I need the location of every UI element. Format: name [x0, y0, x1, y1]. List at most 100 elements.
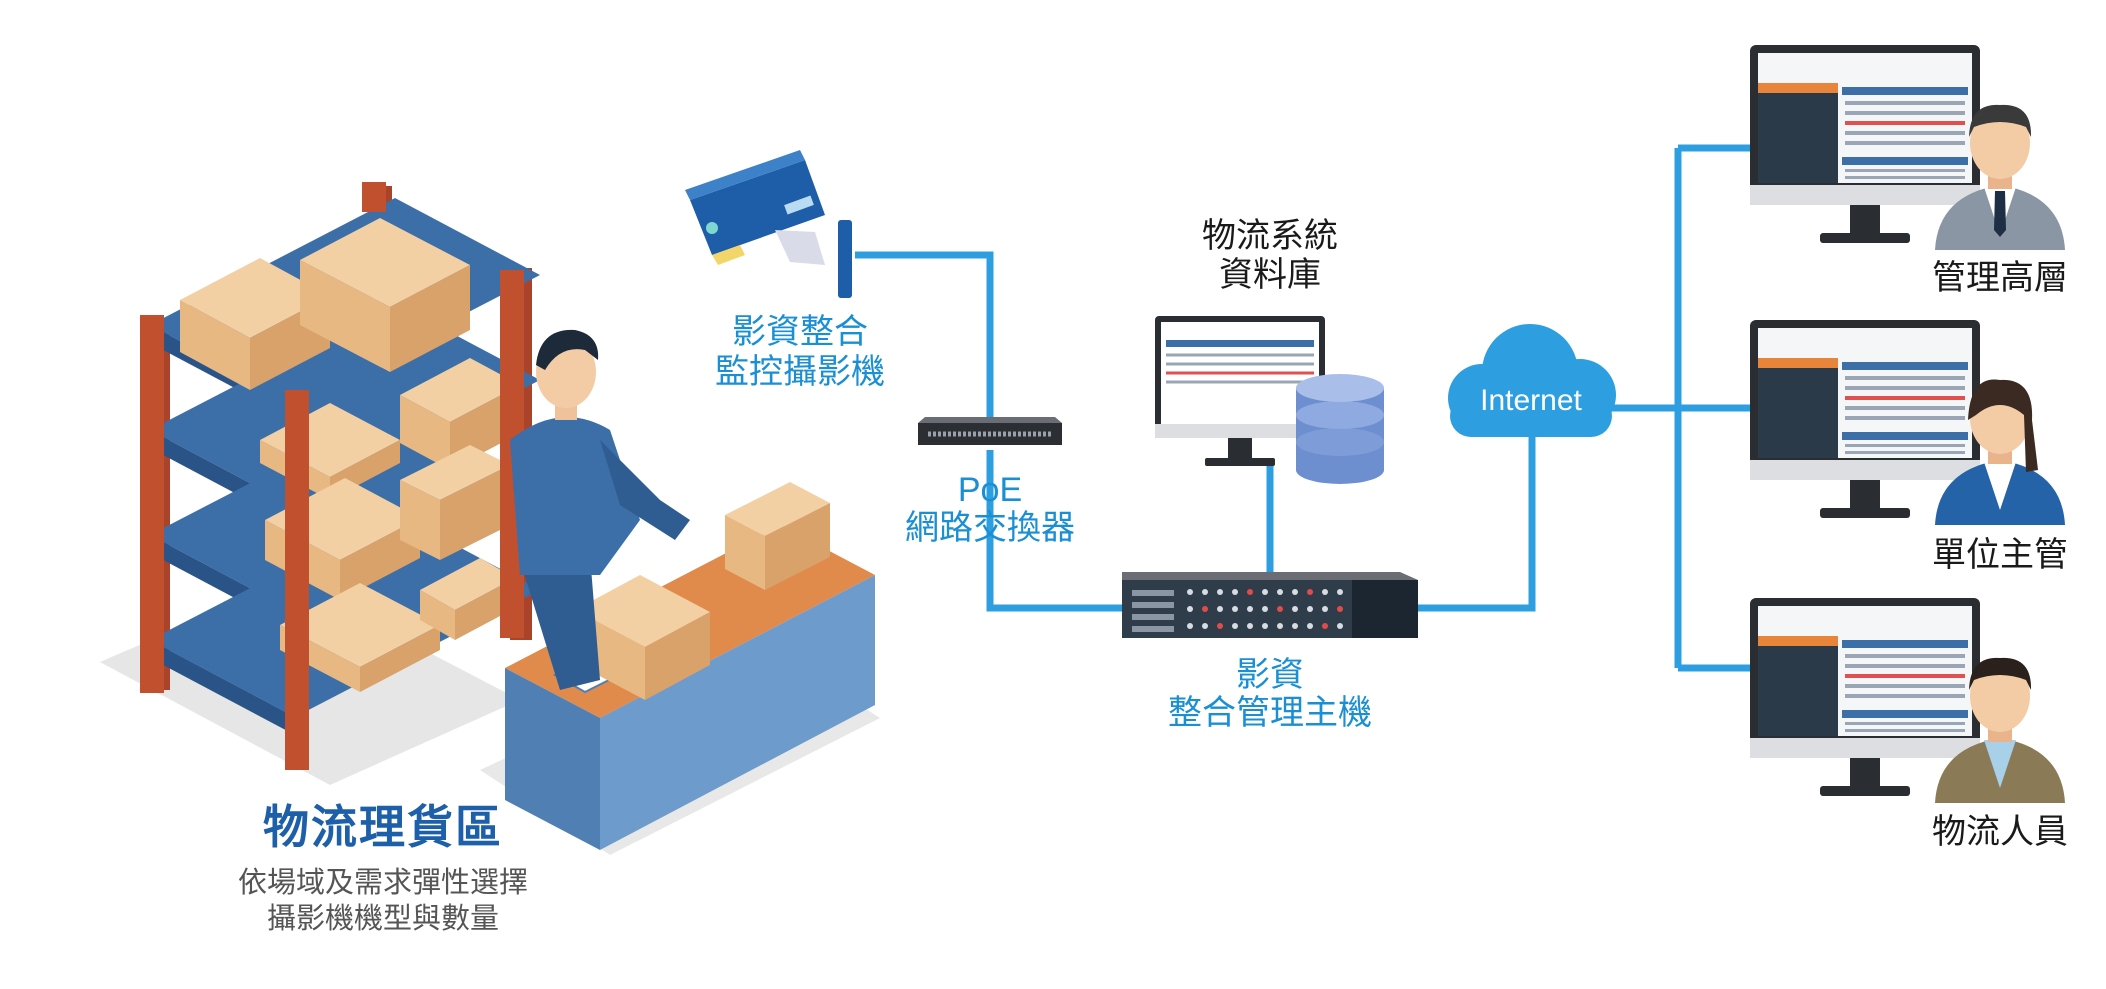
monitor-base — [1820, 786, 1910, 796]
worker-figure — [510, 329, 690, 690]
box — [420, 558, 515, 610]
monitor-neck — [1850, 205, 1880, 235]
screen-table-row — [1845, 376, 1965, 380]
screen-table-row — [1845, 664, 1965, 668]
host-top — [1122, 572, 1418, 580]
screen-table-row — [1845, 169, 1965, 172]
box — [300, 218, 470, 307]
switch-label-line1: PoE — [957, 471, 1023, 509]
workstation-executive — [1750, 45, 1980, 243]
screen-table-row — [1845, 694, 1965, 698]
box — [400, 395, 450, 470]
camera-mount — [838, 220, 852, 298]
camera-label-line2: 監控攝影機 — [715, 353, 885, 391]
camera-body — [690, 160, 825, 255]
screen-table-row — [1845, 729, 1965, 732]
screen-table-header — [1842, 640, 1968, 648]
host-side — [1352, 580, 1418, 638]
host-leds — [1187, 589, 1343, 629]
worker-arm — [600, 440, 690, 540]
host-vents — [1132, 590, 1174, 632]
monitor-neck — [1850, 758, 1880, 788]
screen-table-row — [1845, 674, 1965, 678]
user-label-staff: 物流人員 — [1932, 813, 2068, 851]
box — [180, 300, 250, 390]
avatar-tie — [1994, 191, 2006, 237]
db-monitor-base — [1205, 458, 1275, 466]
worker-hair — [536, 329, 599, 370]
screen-table-row — [1845, 722, 1965, 725]
internet-cloud — [1448, 324, 1616, 437]
user-label-manager: 單位主管 — [1932, 536, 2068, 574]
screen-table-header — [1842, 87, 1968, 95]
rack-post-front-mid — [285, 390, 309, 770]
database-computer — [1155, 316, 1384, 484]
camera-label-line1: 影資整合 — [732, 313, 868, 351]
screen-table-header — [1842, 710, 1968, 718]
box — [390, 265, 470, 372]
rack-post-top — [362, 182, 386, 212]
avatar-collar — [1984, 462, 2016, 510]
db-cylinder-ring2 — [1296, 401, 1384, 429]
db-screen-rows — [1166, 353, 1314, 384]
screen-feed-header — [1758, 358, 1838, 368]
screen-table-row — [1845, 141, 1965, 145]
host-label-line2: 整合管理主機 — [1168, 694, 1372, 732]
switch-label-line2: 網路交換器 — [905, 509, 1075, 547]
avatar-head — [1970, 660, 2030, 732]
connection-lines — [855, 144, 1760, 672]
screen-table-row — [1845, 386, 1965, 390]
host-label-line1: 影資 — [1236, 656, 1304, 694]
avatar-hair — [1969, 657, 2032, 690]
monitor-chin — [1750, 185, 1980, 205]
monitor-neck — [1850, 480, 1880, 510]
box — [725, 515, 765, 590]
monitor-chin — [1750, 460, 1980, 480]
internet-label: Internet — [1480, 384, 1582, 417]
screen-table-row — [1845, 131, 1965, 135]
workstation-manager — [1750, 320, 1980, 518]
box — [645, 612, 710, 700]
poe-switch — [918, 417, 1062, 445]
box — [440, 465, 510, 560]
screen-video-feed — [1758, 636, 1838, 736]
box — [180, 258, 330, 338]
screen-table-row — [1845, 176, 1965, 179]
worker-legs — [520, 555, 600, 690]
screen-video-feed — [1758, 358, 1838, 458]
avatar-hair — [1969, 104, 2032, 137]
box — [360, 625, 440, 692]
screen-table-row — [1845, 111, 1965, 115]
db-cylinder-top — [1296, 374, 1384, 402]
screen-video-feed — [1758, 83, 1838, 183]
screen-table-header — [1842, 362, 1968, 370]
screen-table-header — [1842, 157, 1968, 165]
screen-table-row — [1845, 406, 1965, 410]
box — [400, 480, 440, 560]
db-screen-header — [1166, 340, 1314, 347]
box — [725, 482, 830, 536]
camera-label-strip — [784, 195, 814, 215]
user-avatar-staff — [1935, 657, 2065, 803]
monitor-base — [1820, 508, 1910, 518]
screen-table-row — [1845, 101, 1965, 105]
user-label-executive: 管理高層 — [1932, 259, 2068, 297]
box — [420, 590, 455, 640]
screen-table-row — [1845, 684, 1965, 688]
rack-shelf-2 — [150, 303, 540, 507]
screen-feed-header — [1758, 636, 1838, 646]
user-avatar-executive — [1935, 104, 2065, 250]
avatar-head — [1970, 107, 2030, 179]
db-monitor-neck — [1228, 438, 1252, 460]
rack-shelf-4-edge — [150, 640, 295, 735]
screen-table-row — [1845, 416, 1965, 420]
avatar-collar — [1984, 740, 2016, 788]
camera-indicator — [706, 222, 718, 234]
warehouse-title: 物流理貨區 — [263, 801, 503, 853]
camera-to-switch-line — [855, 251, 994, 420]
rack-post-front-left — [140, 315, 164, 693]
switch-to-host-line — [986, 450, 1122, 612]
desk-side — [600, 575, 875, 850]
box — [575, 575, 710, 647]
